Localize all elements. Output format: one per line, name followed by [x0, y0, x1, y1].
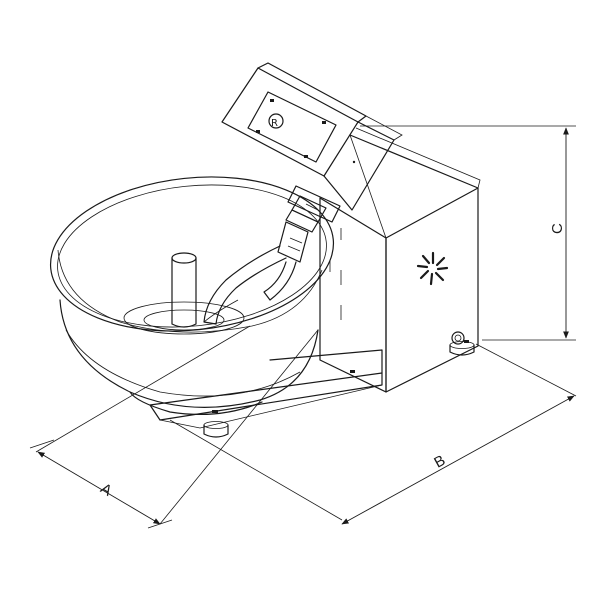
feet — [203, 341, 475, 438]
base-plate — [149, 349, 383, 429]
svg-text:R: R — [271, 118, 278, 129]
dimension-b-label: B — [431, 452, 448, 472]
dimension-a — [29, 325, 319, 529]
vent-fan-icon — [416, 251, 449, 286]
motor-head: R — [221, 62, 403, 211]
dimension-c-label: C — [549, 223, 566, 234]
dimension-b — [169, 343, 577, 525]
mixing-bowl — [49, 176, 335, 416]
dimension-a-label: A — [97, 480, 114, 500]
dimension-c — [360, 125, 576, 341]
body-housing — [319, 127, 481, 393]
